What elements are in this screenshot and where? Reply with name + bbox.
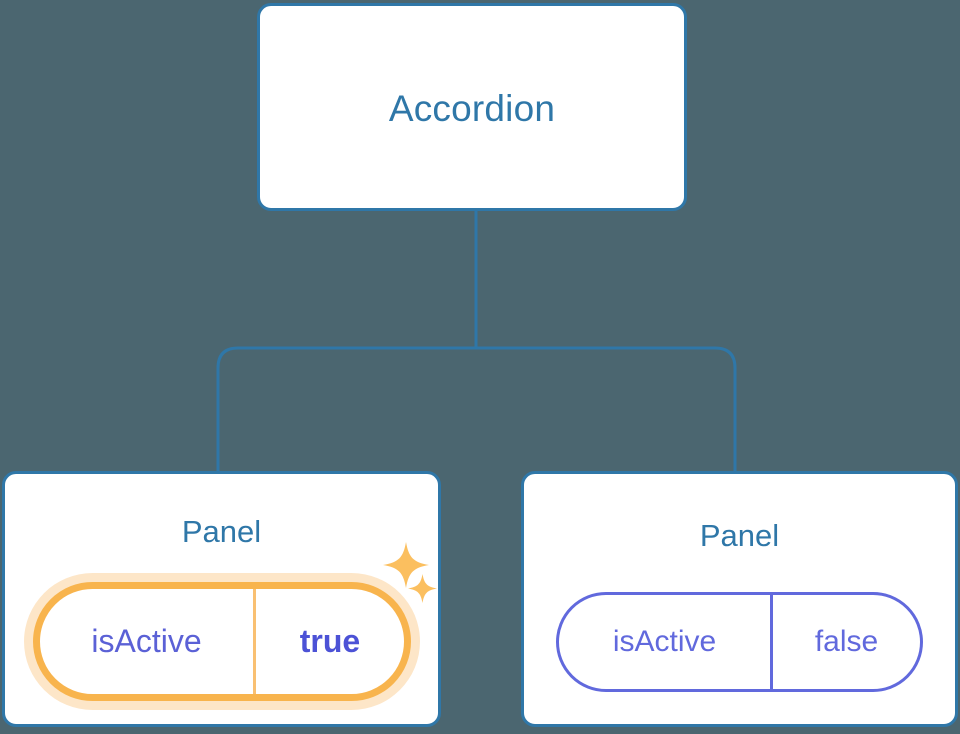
prop-pill-key: isActive <box>40 589 256 694</box>
sparkle-icon <box>383 542 429 588</box>
prop-pill-isactive-false[interactable]: isActive false <box>556 592 923 692</box>
connector-branch-bus <box>216 346 737 471</box>
sparkle-icon <box>408 574 437 603</box>
node-panel-inactive-label: Panel <box>699 518 780 553</box>
prop-pill-isactive-true[interactable]: isActive true <box>33 582 411 701</box>
prop-pill-key: isActive <box>559 595 773 689</box>
node-accordion[interactable]: Accordion <box>257 3 687 211</box>
prop-pill-value: true <box>299 623 361 659</box>
node-panel-active-label: Panel <box>181 514 262 549</box>
node-accordion-label: Accordion <box>388 88 556 129</box>
prop-pill-value: false <box>814 625 879 658</box>
